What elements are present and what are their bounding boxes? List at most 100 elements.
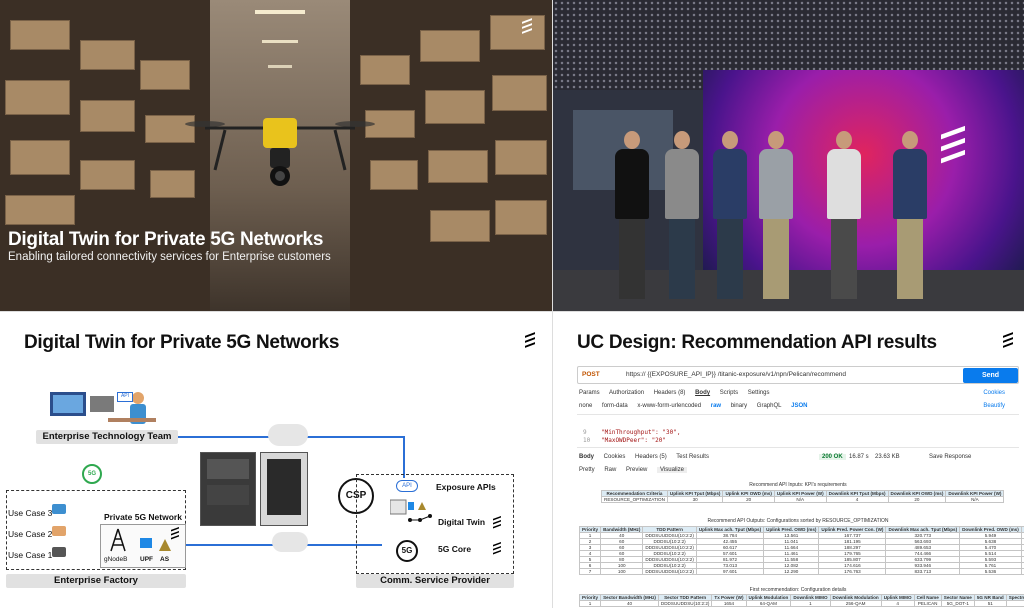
cloud-icon-2 <box>272 532 308 552</box>
table-cell: DDDSUUDDSU(10:2:2) <box>642 556 697 563</box>
use-case-1: Use Case 1 <box>8 550 53 560</box>
5g-core-circle: 5G <box>396 540 418 562</box>
body-opt-urlencoded[interactable]: x-www-form-urlencoded <box>637 403 702 409</box>
request-url-bar[interactable]: POST https:// {{EXPOSURE_API_IP}} /titan… <box>577 366 1019 384</box>
table-cell: DDDSUUDDSU(10:2:2) <box>642 532 697 539</box>
tab-authorization[interactable]: Authorization <box>609 390 645 396</box>
5g-signal-icon: 5G <box>82 464 102 484</box>
send-button[interactable]: Send <box>963 368 1018 383</box>
table-header: Downlink KPI Power (W) <box>945 490 1005 497</box>
table-header: Uplink Modulation <box>745 594 792 601</box>
view-raw[interactable]: Raw <box>604 467 617 473</box>
beautify-link[interactable]: Beautify <box>983 403 1005 409</box>
view-pretty[interactable]: Pretty <box>579 467 595 473</box>
table1-title: Recommend API Inputs: KPI's requirements <box>749 482 847 488</box>
worker-icon <box>52 526 66 536</box>
recommendation-api-panel: UC Design: Recommendation API results PO… <box>553 312 1024 608</box>
digital-twin-network-icon <box>390 499 432 522</box>
brand-logo-small-icon <box>171 526 179 540</box>
method-select[interactable]: POST <box>582 371 600 378</box>
table-cell: 176.763 <box>818 568 887 575</box>
tab-body[interactable]: Body <box>695 390 711 396</box>
machine-icon <box>52 547 66 557</box>
table-cell: 262.374 <box>1020 568 1024 575</box>
table-cell: DDDSUUDDSU(10:2:2) <box>642 544 697 551</box>
table-header: Spectrum Usage Technique <box>1005 594 1024 601</box>
5g-core-label: 5G Core <box>438 544 472 554</box>
response-time: 16.87 s <box>849 454 869 460</box>
csp-box <box>356 474 514 574</box>
resp-tab-cookies[interactable]: Cookies <box>603 454 626 460</box>
table-cell: DDDSUUDDSU(10:2:2) <box>642 568 697 575</box>
table-header: Uplink KPI Tput (Mbps) <box>666 490 724 497</box>
table-cell: 5G_DOT-1 <box>940 600 975 607</box>
team-photo <box>553 0 1024 311</box>
hardware-photo-1 <box>200 452 256 526</box>
gnodeb-label: gNodeB <box>104 556 128 563</box>
brand-logo-icon <box>522 18 532 34</box>
hero-subtitle: Enabling tailored connectivity services … <box>8 251 331 263</box>
table-header: Uplink KPI Power (W) <box>773 490 827 497</box>
code-editor[interactable]: 9 "MinThroughput": "30", 10 "MaxOWDPeer"… <box>577 414 1019 448</box>
table-header: Tx Power (W) <box>711 594 747 601</box>
private-5g-label: Private 5G Network <box>104 512 182 522</box>
table-header: Downlink Max ach. Tput (Mbps) <box>885 526 961 533</box>
table-cell: 64-QAM <box>745 600 792 607</box>
body-opt-form-data[interactable]: form-data <box>602 403 628 409</box>
table-cell: 7 <box>578 568 602 575</box>
table-cell: 20 <box>722 496 775 503</box>
diagram-title: Digital Twin for Private 5G Networks <box>24 332 340 353</box>
resp-tab-headers[interactable]: Headers (5) <box>635 454 667 460</box>
tab-params[interactable]: Params <box>579 390 600 396</box>
table-header: Downlink Pred. OWD (ms) <box>959 526 1022 533</box>
enterprise-factory-label: Enterprise Factory <box>6 574 186 588</box>
exposure-apis-label: Exposure APIs <box>436 482 496 492</box>
brand-logo-core-icon <box>493 541 501 555</box>
use-case-2: Use Case 2 <box>8 529 53 539</box>
table2-title: Recommend API Outputs: Configurations so… <box>707 518 889 524</box>
resp-tab-tests[interactable]: Test Results <box>676 454 709 460</box>
table-cell: PELICAN <box>913 600 942 607</box>
view-visualize[interactable]: Visualize <box>657 467 687 473</box>
body-opt-binary[interactable]: binary <box>730 403 748 409</box>
view-preview[interactable]: Preview <box>626 467 648 473</box>
as-icon <box>159 539 171 551</box>
table-cell: 1 <box>790 600 831 607</box>
tab-headers[interactable]: Headers (8) <box>653 390 686 396</box>
hero-title: Digital Twin for Private 5G Networks <box>8 229 324 250</box>
table-cell: 40 <box>600 600 659 607</box>
table-cell: 1 <box>578 600 602 607</box>
hero-panel-warehouse: Digital Twin for Private 5G Networks Ena… <box>0 0 552 311</box>
save-response-button[interactable]: Save Response <box>929 454 972 460</box>
tab-settings[interactable]: Settings <box>747 390 770 396</box>
body-format-select[interactable]: JSON <box>791 403 808 409</box>
brand-logo-dt-icon <box>493 515 501 529</box>
digital-twin-label: Digital Twin <box>438 517 486 527</box>
table-header: 5G NR Band <box>973 594 1007 601</box>
table-header: Downlink MIMO <box>790 594 831 601</box>
table-header: Uplink Max ach. Tput (Mbps) <box>695 526 765 533</box>
table-header: Uplink Pred. OWD (ms) <box>763 526 820 533</box>
table-header: Sector Bandwidth (MHz) <box>600 594 659 601</box>
resp-tab-body[interactable]: Body <box>579 454 594 460</box>
table-header: Cell Name <box>913 594 942 601</box>
cloud-icon <box>268 424 308 446</box>
body-opt-none[interactable]: none <box>579 403 593 409</box>
body-opt-raw[interactable]: raw <box>710 403 722 409</box>
enterprise-team-label: Enterprise Technology Team <box>36 430 178 444</box>
table-cell: 51 <box>973 600 1007 607</box>
url-input[interactable]: https:// {{EXPOSURE_API_IP}} /titanic-ex… <box>626 371 847 378</box>
api-icon-small: API <box>117 392 133 402</box>
table-header: Bandwidth (MHz) <box>600 526 644 533</box>
table-cell: 20 <box>887 496 947 503</box>
cookies-link[interactable]: Cookies <box>983 390 1005 396</box>
status-badge: 200 OK <box>819 454 846 460</box>
tab-scripts[interactable]: Scripts <box>719 390 739 396</box>
table-cell: 4 <box>825 496 889 503</box>
body-opt-graphql[interactable]: GraphQL <box>756 403 782 409</box>
